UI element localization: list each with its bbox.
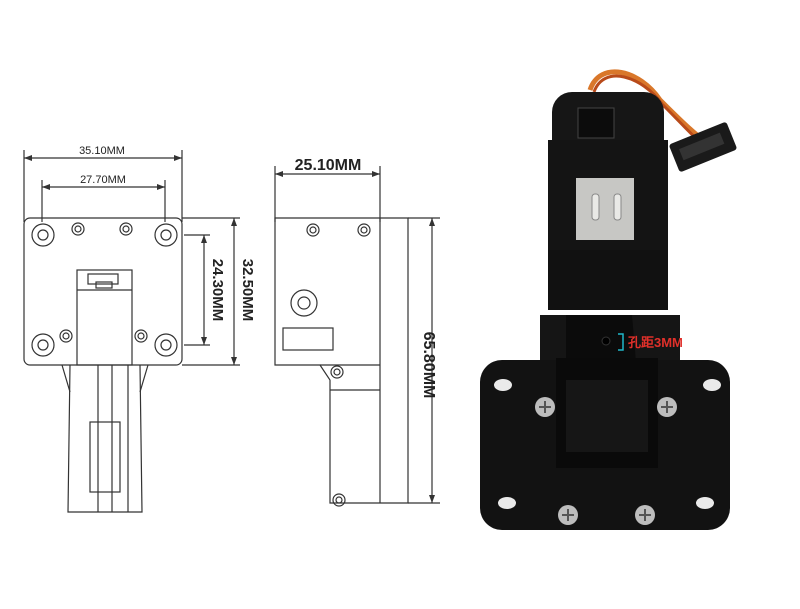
product-photo xyxy=(480,69,737,530)
hole-marker xyxy=(618,333,624,351)
axle-hole-icon xyxy=(290,289,318,317)
strut-outline xyxy=(67,364,143,513)
mount-hole-icon xyxy=(154,223,178,247)
mount-hole-icon xyxy=(154,333,178,357)
servo-block-outline xyxy=(76,269,133,366)
label-depth: 25.10MM xyxy=(295,157,362,174)
label-width-overall: 35.10MM xyxy=(79,145,125,157)
side-body-outline xyxy=(274,217,409,504)
front-view xyxy=(23,150,240,513)
label-width-holes: 27.70MM xyxy=(80,174,126,186)
mount-hole-icon xyxy=(31,333,55,357)
side-view xyxy=(274,166,440,507)
metal-plate xyxy=(576,178,634,240)
label-height-holes: 24.30MM xyxy=(209,259,226,322)
label-total-height: 65.80MM xyxy=(420,332,437,399)
label-height-overall: 32.50MM xyxy=(239,259,256,322)
hole-spacing-label: 孔距3MM xyxy=(628,335,683,350)
mount-hole-icon xyxy=(31,223,55,247)
